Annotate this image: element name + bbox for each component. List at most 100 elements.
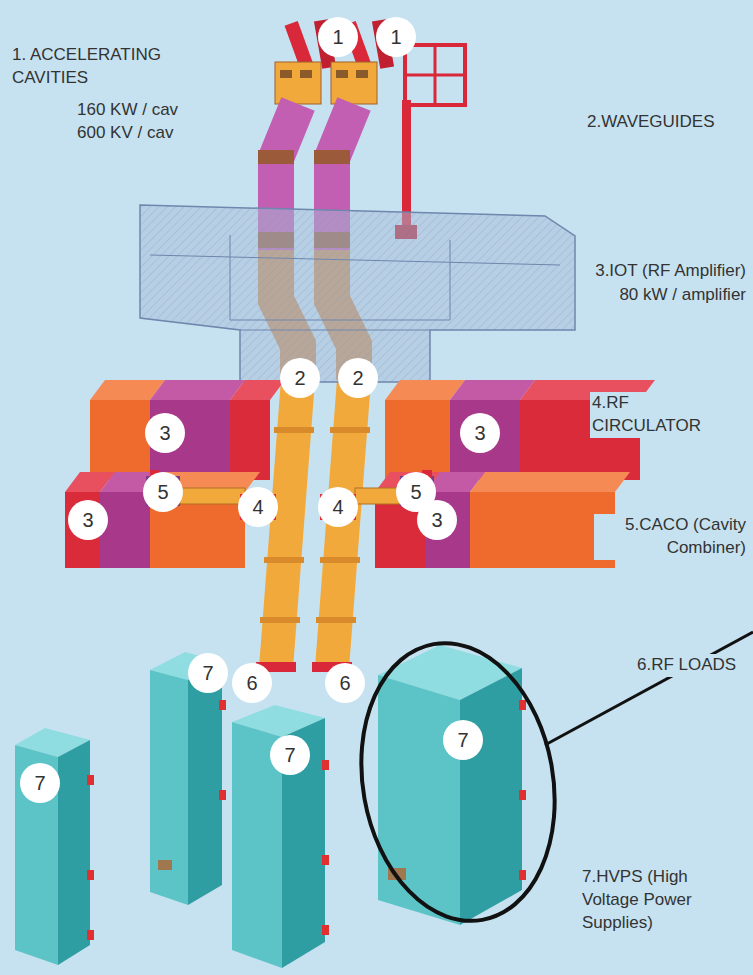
callout-circle-part — [318, 17, 358, 57]
combiner-and-circulator-part — [180, 488, 245, 504]
iot-amplifier — [375, 472, 630, 568]
callout-circle-part — [376, 17, 416, 57]
iot-amplifier-part — [150, 380, 245, 400]
iot-amplifier-part — [470, 472, 630, 492]
waveguide-part — [260, 617, 300, 623]
part-label: 3.IOT (RF Amplifier) — [593, 260, 748, 283]
callout-number: 3 — [417, 500, 457, 540]
iot-amplifier-part — [100, 492, 150, 568]
waveguide-part — [300, 70, 312, 78]
callout-number: 7 — [20, 763, 60, 803]
highlight-ellipse-part — [340, 628, 576, 937]
shielding-wall-part — [150, 255, 560, 265]
iot-amplifier — [90, 380, 285, 480]
callout-number: 7 — [270, 735, 310, 775]
waveguide-part — [276, 380, 298, 668]
callout-circle-part — [325, 663, 365, 703]
callout-circle-part — [68, 500, 108, 540]
hvps-cabinet-part — [158, 860, 172, 870]
part-label: 80 kW / amplifier — [617, 284, 748, 307]
callout-number: 1 — [376, 17, 416, 57]
accelerating-cavities-part — [405, 45, 465, 105]
callout-circle-part — [443, 720, 483, 760]
callout-circle-part — [232, 663, 272, 703]
hvps-cabinet-part — [519, 870, 526, 880]
part-label: 600 KV / cav — [75, 122, 175, 145]
callout-circle-part — [460, 413, 500, 453]
iot-amplifier-part — [90, 400, 150, 480]
hvps-cabinet — [232, 705, 329, 968]
callout-number: 4 — [238, 487, 278, 527]
callout-circle-part — [20, 763, 60, 803]
shielding-wall — [140, 205, 575, 382]
waveguide-part — [258, 150, 294, 164]
hvps-cabinet-part — [322, 760, 329, 770]
callout-number: 7 — [188, 653, 228, 693]
iot-amplifier-part — [385, 400, 450, 480]
callout-number: 2 — [338, 358, 378, 398]
hvps-cabinet-part — [58, 740, 90, 965]
callout-circle-part — [396, 472, 436, 512]
hvps-cabinet-part — [519, 700, 526, 710]
hvps-cabinet-part — [219, 700, 226, 710]
hvps-cabinet-part — [460, 668, 522, 925]
shielding-wall-part — [230, 235, 450, 320]
callout-number: 4 — [318, 487, 358, 527]
shielding-wall-part — [140, 205, 575, 382]
hvps-cabinet-part — [188, 662, 222, 905]
hvps-cabinet-part — [87, 775, 94, 785]
part-label: 1. ACCELERATING CAVITIES — [10, 44, 199, 90]
hvps-cabinet-part — [519, 790, 526, 800]
part-label: 7.HVPS (High Voltage Power Supplies) — [580, 866, 749, 935]
part-label: 5.CACO (Cavity Combiner) — [594, 514, 748, 560]
callout-number: 3 — [460, 413, 500, 453]
hvps-cabinet-part — [87, 930, 94, 940]
callout-circle-part — [145, 413, 185, 453]
combiner-and-circulator-part — [355, 488, 400, 504]
highlight-ellipse-part — [545, 632, 753, 745]
part-label: 160 KW / cav — [75, 99, 180, 122]
callout-number: 3 — [145, 413, 185, 453]
callout-number: 7 — [443, 720, 483, 760]
shielding-wall-part — [240, 330, 430, 331]
callout-circle-part — [318, 487, 358, 527]
callout-circle-part — [280, 358, 320, 398]
combiner-and-circulator — [146, 470, 434, 520]
callout-number: 6 — [325, 663, 365, 703]
hvps-cabinet-part — [219, 790, 226, 800]
callout-circle-part — [338, 358, 378, 398]
iot-amplifier-part — [230, 380, 285, 400]
hvps-cabinet-part — [150, 670, 188, 905]
hvps-cabinet-part — [322, 925, 329, 935]
hvps-cabinet-part — [378, 675, 460, 925]
callout-number: 2 — [280, 358, 320, 398]
callout-number: 5 — [396, 472, 436, 512]
shielding-wall-part — [140, 205, 575, 382]
part-label: 6.RF LOADS — [635, 654, 738, 677]
part-label: 4.RF CIRCULATOR — [590, 392, 729, 438]
part-label: 2.WAVEGUIDES — [585, 111, 717, 134]
hvps-cabinet — [15, 728, 94, 965]
callout-circle-part — [143, 472, 183, 512]
waveguide-part — [264, 557, 304, 563]
callout-circle-part — [238, 487, 278, 527]
callout-circle-part — [188, 653, 228, 693]
accelerating-cavities-part — [434, 45, 437, 105]
callout-circle-part — [270, 735, 310, 775]
waveguide-part — [274, 427, 314, 433]
iot-amplifier-part — [450, 400, 520, 480]
callout-circle — [20, 17, 500, 803]
accelerating-cavities — [285, 19, 465, 239]
iot-amplifier-part — [230, 400, 270, 480]
waveguide-part — [280, 70, 292, 78]
callout-number: 3 — [68, 500, 108, 540]
iot-amplifier — [65, 472, 260, 568]
highlight-ellipse — [340, 628, 753, 937]
hvps-cabinet-part — [322, 855, 329, 865]
callout-number: 6 — [232, 663, 272, 703]
callout-number: 1 — [318, 17, 358, 57]
callout-number: 5 — [143, 472, 183, 512]
hvps-cabinet-part — [87, 870, 94, 880]
